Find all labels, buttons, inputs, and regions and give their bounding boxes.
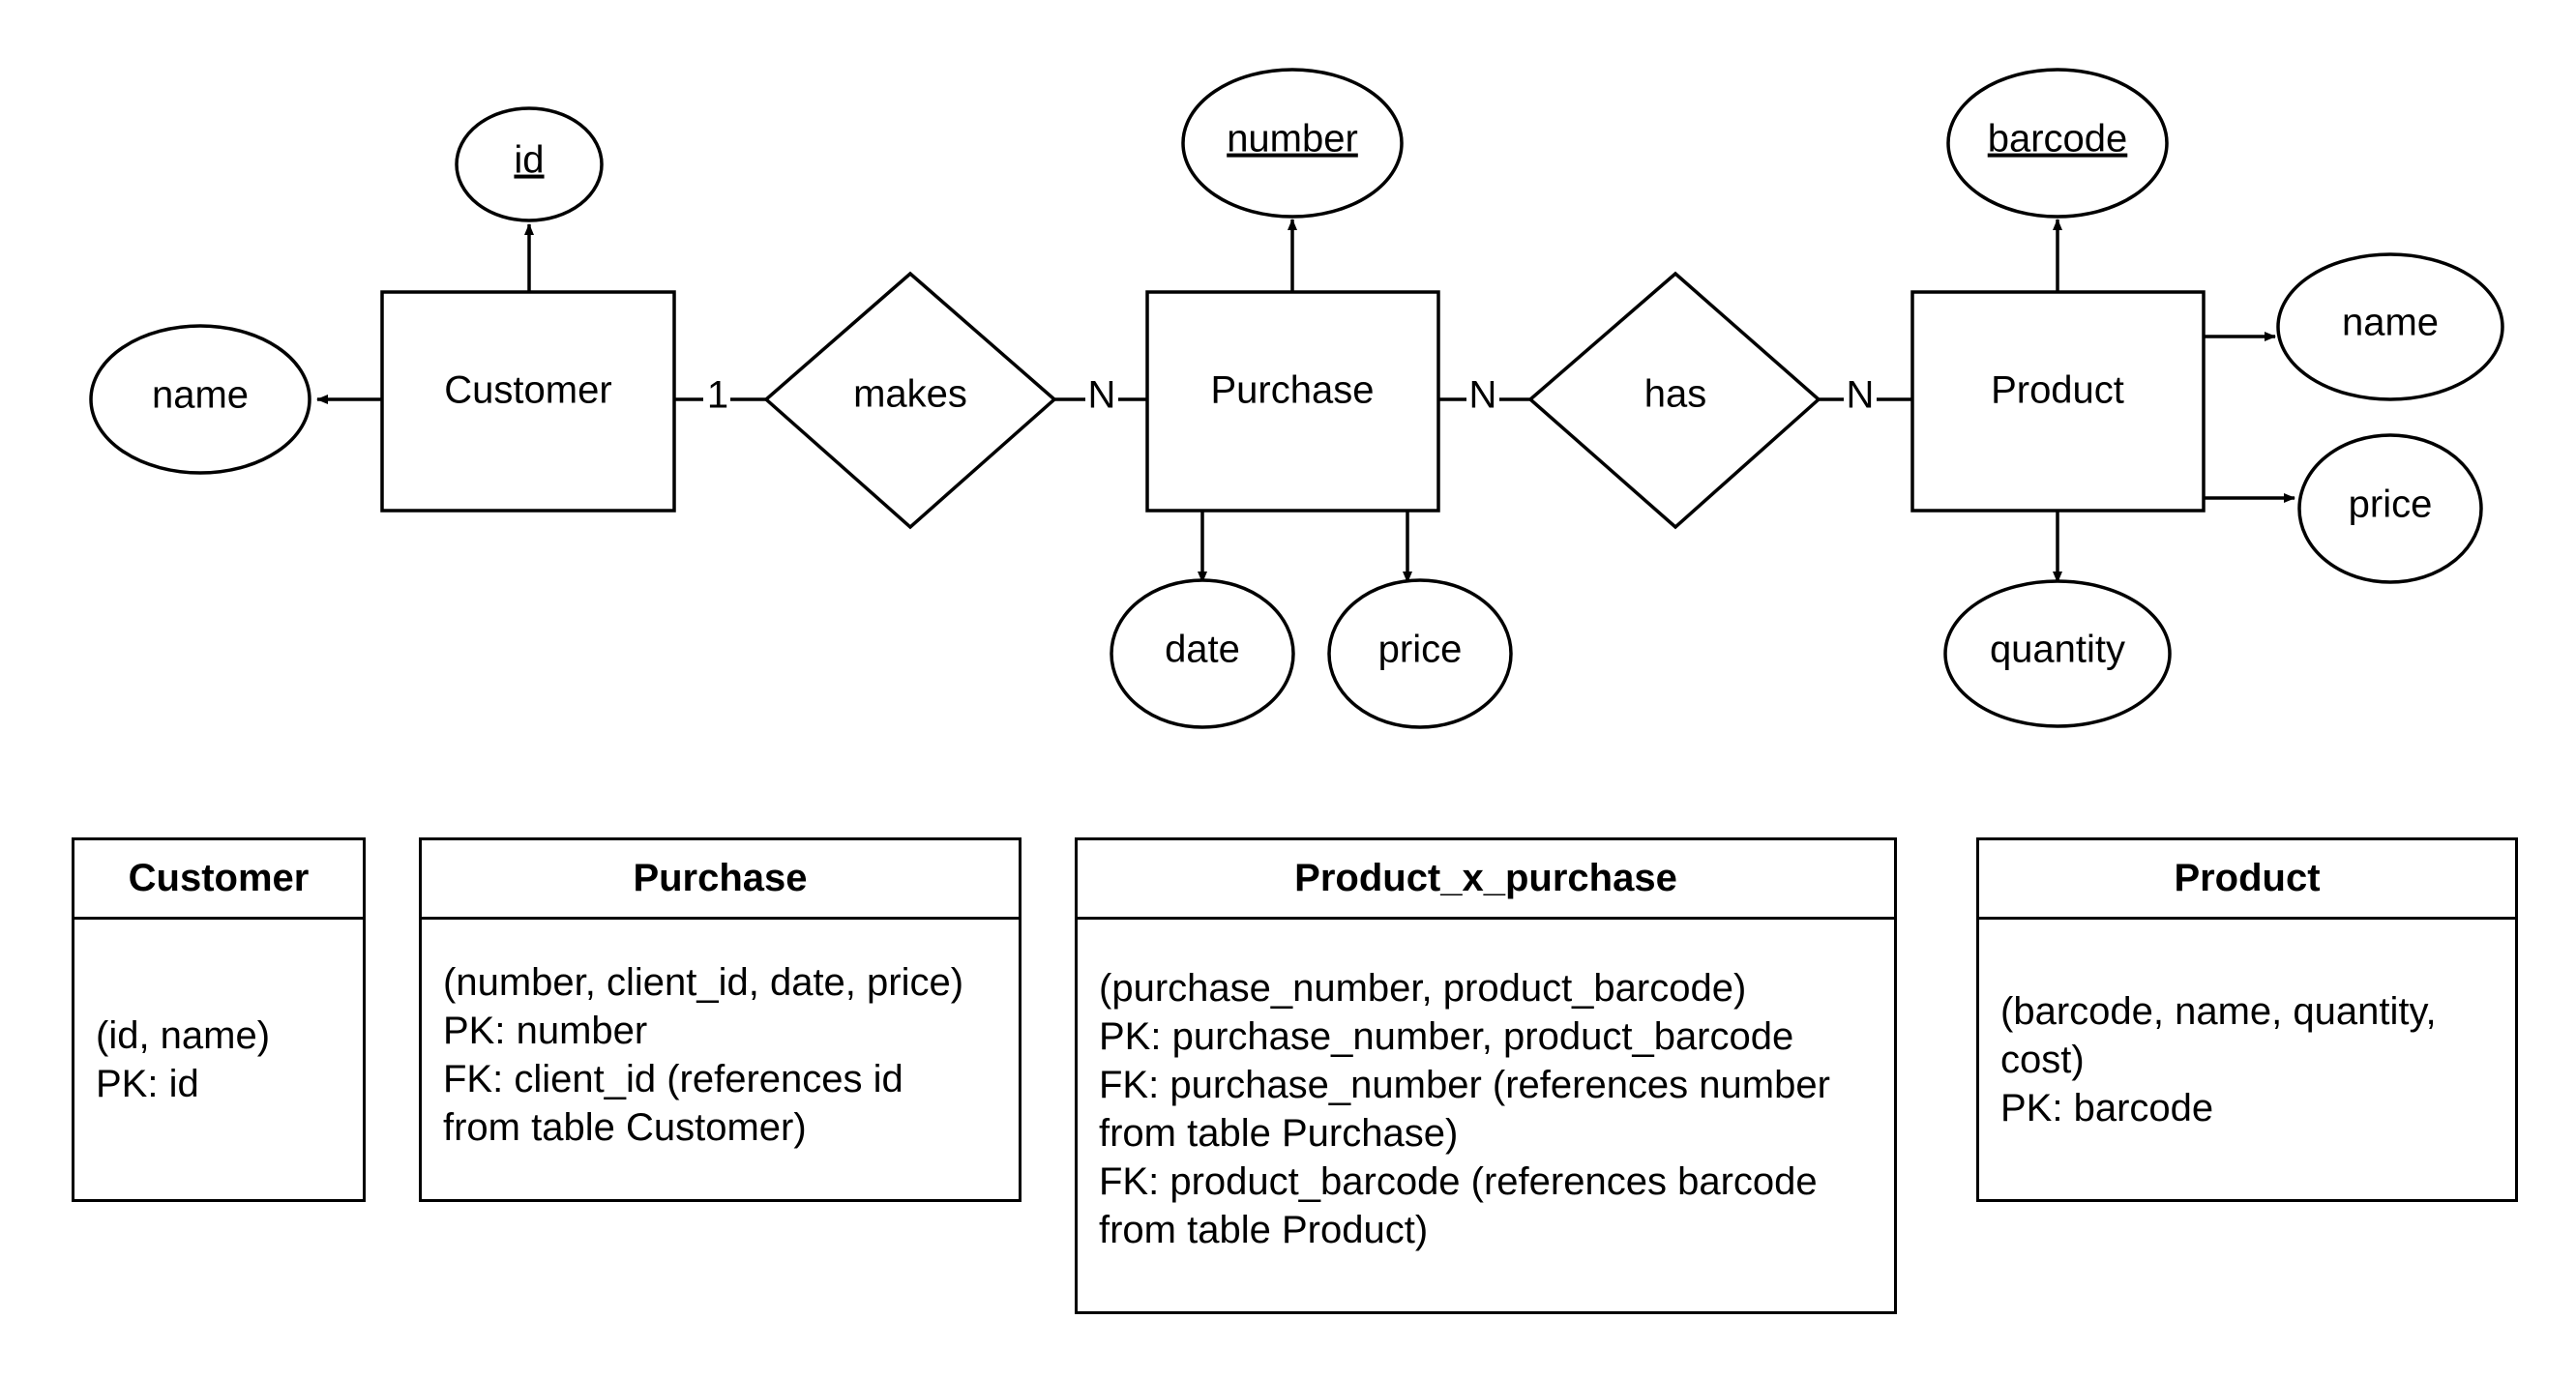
- relationship-has-label: has: [1644, 373, 1707, 416]
- table-product-line: (barcode, name, quantity,: [2000, 989, 2437, 1033]
- table-customer-body: (id, name) PK: id: [74, 920, 363, 1199]
- table-product-x-purchase: Product_x_purchase (purchase_number, pro…: [1075, 837, 1897, 1314]
- table-purchase-line: (number, client_id, date, price): [443, 961, 964, 1004]
- table-product-x-purchase-line: from table Product): [1099, 1209, 1429, 1251]
- table-product-x-purchase-line: PK: purchase_number, product_barcode: [1099, 1015, 1794, 1058]
- entity-purchase: Purchase: [1145, 290, 1440, 513]
- relationship-makes-label: makes: [853, 373, 967, 416]
- entity-product-label: Product: [1991, 369, 2124, 412]
- attribute-product-price-label: price: [2349, 484, 2433, 526]
- table-product-title: Product: [1979, 840, 2515, 920]
- table-purchase-line: FK: client_id (references id: [443, 1058, 903, 1100]
- attribute-product-name: name: [2276, 252, 2504, 401]
- table-customer-title: Customer: [74, 840, 363, 920]
- attribute-customer-name-label: name: [152, 374, 249, 417]
- attribute-purchase-number-label: number: [1227, 118, 1358, 161]
- table-purchase-line: PK: number: [443, 1010, 648, 1052]
- attribute-purchase-price: price: [1327, 578, 1513, 729]
- attribute-product-quantity-label: quantity: [1990, 629, 2125, 671]
- cardinality-makes-purchase: N: [1085, 374, 1118, 422]
- cardinality-has-product-label: N: [1847, 374, 1875, 417]
- table-product-x-purchase-line: FK: product_barcode (references barcode: [1099, 1160, 1818, 1203]
- cardinality-purchase-has-label: N: [1469, 374, 1497, 417]
- table-product-x-purchase-line: from table Purchase): [1099, 1112, 1459, 1155]
- cardinality-customer-makes: 1: [703, 374, 730, 422]
- table-product-line: cost): [2000, 1038, 2085, 1081]
- table-purchase-title: Purchase: [422, 840, 1019, 920]
- attribute-purchase-date-label: date: [1165, 629, 1240, 671]
- entity-purchase-label: Purchase: [1211, 369, 1375, 412]
- table-customer-line: (id, name): [96, 1013, 271, 1057]
- table-purchase: Purchase (number, client_id, date, price…: [419, 837, 1022, 1202]
- attribute-product-barcode: barcode: [1946, 68, 2169, 219]
- table-purchase-line: from table Customer): [443, 1106, 807, 1149]
- entity-customer: Customer: [380, 290, 676, 513]
- entity-customer-label: Customer: [444, 369, 611, 412]
- cardinality-makes-purchase-label: N: [1088, 374, 1116, 417]
- cardinality-has-product: N: [1844, 374, 1877, 422]
- table-product-x-purchase-line: FK: purchase_number (references number: [1099, 1064, 1830, 1106]
- table-customer: Customer (id, name) PK: id: [72, 837, 366, 1202]
- attribute-product-name-label: name: [2342, 302, 2439, 344]
- attribute-customer-name: name: [89, 324, 311, 475]
- attribute-product-barcode-label: barcode: [1988, 118, 2128, 161]
- relationship-makes: makes: [763, 271, 1057, 530]
- attribute-purchase-number: number: [1181, 68, 1404, 219]
- entity-product: Product: [1910, 290, 2206, 513]
- table-product-x-purchase-title: Product_x_purchase: [1078, 840, 1894, 920]
- table-product-body: (barcode, name, quantity, cost) PK: barc…: [1979, 920, 2515, 1199]
- cardinality-customer-makes-label: 1: [707, 374, 728, 417]
- attribute-product-price: price: [2297, 433, 2483, 584]
- table-product-x-purchase-line: (purchase_number, product_barcode): [1099, 967, 1747, 1010]
- attribute-customer-id: id: [455, 106, 604, 222]
- attribute-purchase-date: date: [1110, 578, 1295, 729]
- attribute-customer-id-label: id: [514, 139, 544, 182]
- table-product-x-purchase-body: (purchase_number, product_barcode) PK: p…: [1078, 920, 1894, 1311]
- table-product-line: PK: barcode: [2000, 1086, 2214, 1129]
- table-customer-line: PK: id: [96, 1062, 199, 1105]
- table-purchase-body: (number, client_id, date, price) PK: num…: [422, 920, 1019, 1199]
- attribute-product-quantity: quantity: [1943, 579, 2172, 728]
- relationship-has: has: [1527, 271, 1821, 530]
- cardinality-purchase-has: N: [1466, 374, 1499, 422]
- attribute-purchase-price-label: price: [1378, 629, 1463, 671]
- table-product: Product (barcode, name, quantity, cost) …: [1976, 837, 2518, 1202]
